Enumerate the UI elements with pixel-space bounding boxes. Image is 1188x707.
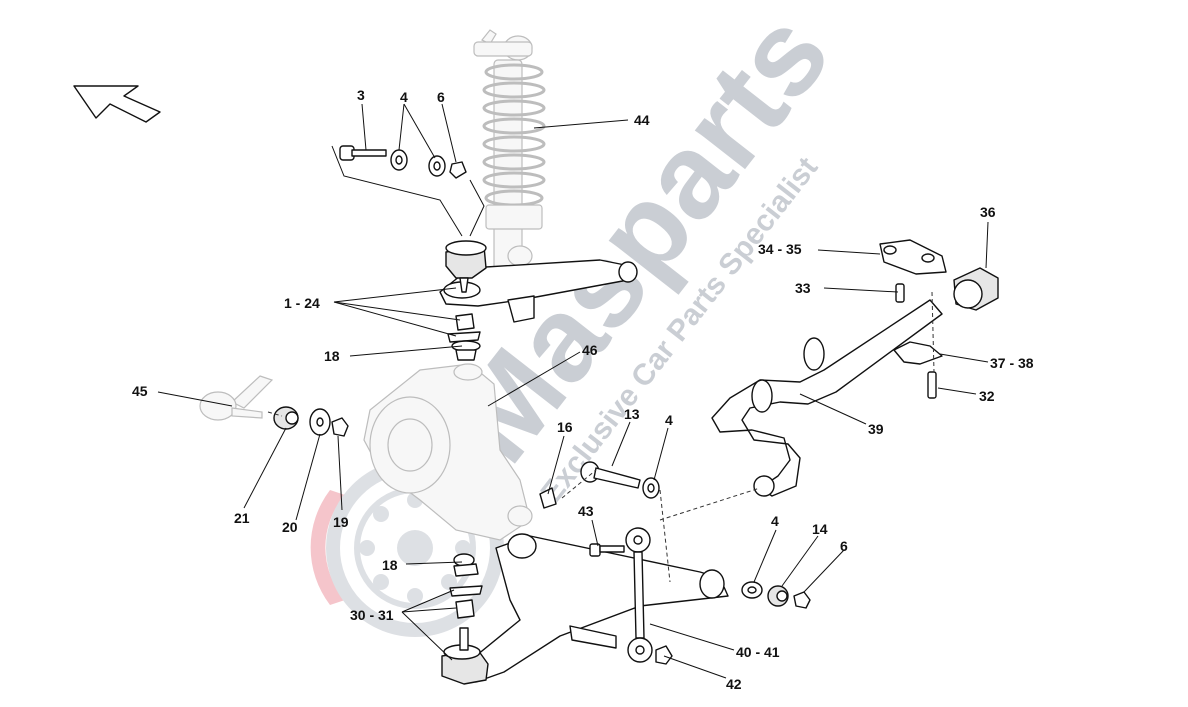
clamp-34-35 [879,239,947,275]
callout-45: 45 [132,383,148,399]
callout-32: 32 [979,388,995,404]
bolt-32 [927,371,937,399]
callout-20: 20 [282,519,298,535]
upper-ball-joint [445,240,487,293]
nut-6-top [449,161,467,179]
upper-ball-joint-nut [455,313,475,331]
washer-4-top [390,149,446,177]
callout-18-upper: 18 [324,348,340,364]
bolt-33 [895,283,905,303]
direction-arrow-icon [73,85,161,123]
lower-control-arm [465,533,729,683]
split-pin-upper [447,331,481,343]
lower-ball-joint [441,627,489,685]
callout-40-41: 40 - 41 [736,644,780,660]
callout-21: 21 [234,510,250,526]
leader-lines [157,103,989,679]
callout-46: 46 [582,342,598,358]
callout-4: 4 [400,89,408,105]
callout-19: 19 [333,514,349,530]
callout-4-mid: 4 [665,412,673,428]
washer-4-right [741,581,763,599]
callout-37-38: 37 - 38 [990,355,1034,371]
nut-42 [655,645,673,665]
tie-rod-end [199,375,274,421]
callout-3: 3 [357,87,365,103]
spacer-washer-18-upper [451,340,481,361]
lower-ball-joint-hardware [449,553,483,619]
anti-roll-bar [711,299,943,497]
callout-1-24: 1 - 24 [284,295,320,311]
callout-44: 44 [634,112,650,128]
callout-16: 16 [557,419,573,435]
callout-33: 33 [795,280,811,296]
washer-4-mid [642,477,660,499]
bracket-37-38 [893,341,943,365]
callout-4-right: 4 [771,513,779,529]
callout-42: 42 [726,676,742,692]
callout-labels: 3 4 6 44 36 34 - 35 33 1 - 24 18 46 37 -… [132,87,1034,692]
callout-14: 14 [812,521,828,537]
bolt-16 [539,487,557,509]
callout-13: 13 [624,406,640,422]
callout-34-35: 34 - 35 [758,241,802,257]
drop-link-40-41 [625,527,653,663]
bolt-43 [589,543,625,557]
callout-6: 6 [437,89,445,105]
callout-43: 43 [578,503,594,519]
washer-20 [309,408,331,436]
bush-14 [767,585,789,607]
callout-30-31: 30 - 31 [350,607,394,623]
bolt-3 [339,145,387,161]
boot-21 [273,406,299,430]
callout-18-lower: 18 [382,557,398,573]
nut-6-right [793,591,811,609]
bolt-13 [580,461,641,489]
callout-39: 39 [868,421,884,437]
callout-36: 36 [980,204,996,220]
bush-36 [953,267,999,311]
upper-control-arm [439,259,638,323]
nut-19 [331,417,349,437]
callout-6-right: 6 [840,538,848,554]
shock-absorber [473,29,546,271]
steering-knuckle [363,363,533,541]
